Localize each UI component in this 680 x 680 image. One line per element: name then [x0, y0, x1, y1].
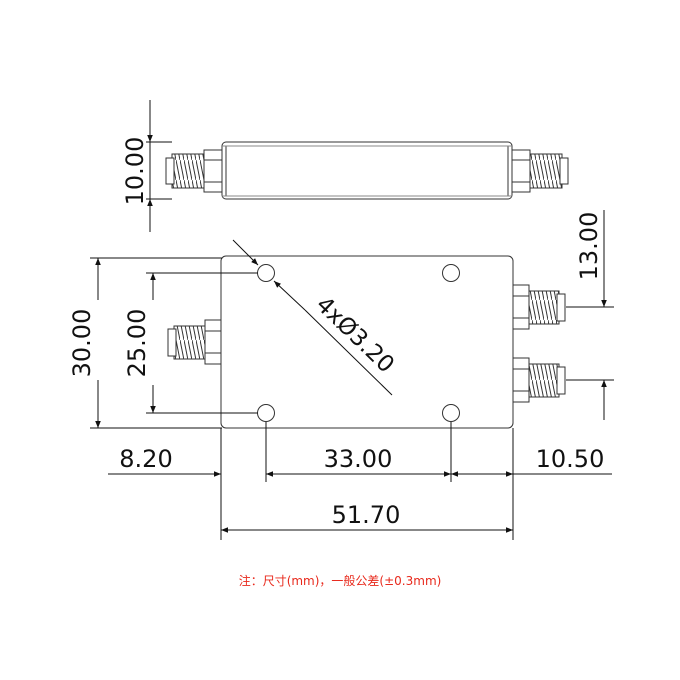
- mounting-hole: [442, 404, 460, 422]
- dim-port-spacing-label: 13.00: [575, 212, 603, 281]
- mounting-hole: [442, 264, 460, 282]
- mounting-hole: [257, 404, 275, 422]
- hole-callout-leader: [232, 239, 393, 396]
- output-connector-2: [512, 357, 566, 403]
- dim-hole-spacing-v: [146, 272, 258, 414]
- dim-hole-spacing-v-label: 25.00: [123, 309, 151, 378]
- output-connector-1: [512, 284, 566, 330]
- dim-right-offset-label: 10.50: [536, 445, 605, 473]
- side-right-connector: [511, 149, 569, 193]
- dim-body-height-label: 30.00: [68, 309, 96, 378]
- side-body: [221, 141, 513, 200]
- top-view: [167, 255, 566, 429]
- tolerance-note: 注：尺寸(mm)，一般公差(±0.3mm): [239, 573, 442, 588]
- side-left-connector: [165, 149, 223, 193]
- dim-body-length-label: 51.70: [332, 501, 401, 529]
- dim-hole-spacing-h-label: 33.00: [324, 445, 393, 473]
- side-view: [165, 141, 569, 200]
- dim-left-offset-label: 8.20: [119, 445, 172, 473]
- dim-side-height-label: 10.00: [121, 137, 149, 206]
- dim-horizontal: [108, 422, 612, 540]
- mounting-hole: [257, 264, 275, 282]
- dim-body-height: [90, 257, 222, 429]
- dim-port-spacing: [566, 210, 614, 420]
- input-connector: [167, 319, 222, 365]
- dim-side-height: [146, 100, 172, 232]
